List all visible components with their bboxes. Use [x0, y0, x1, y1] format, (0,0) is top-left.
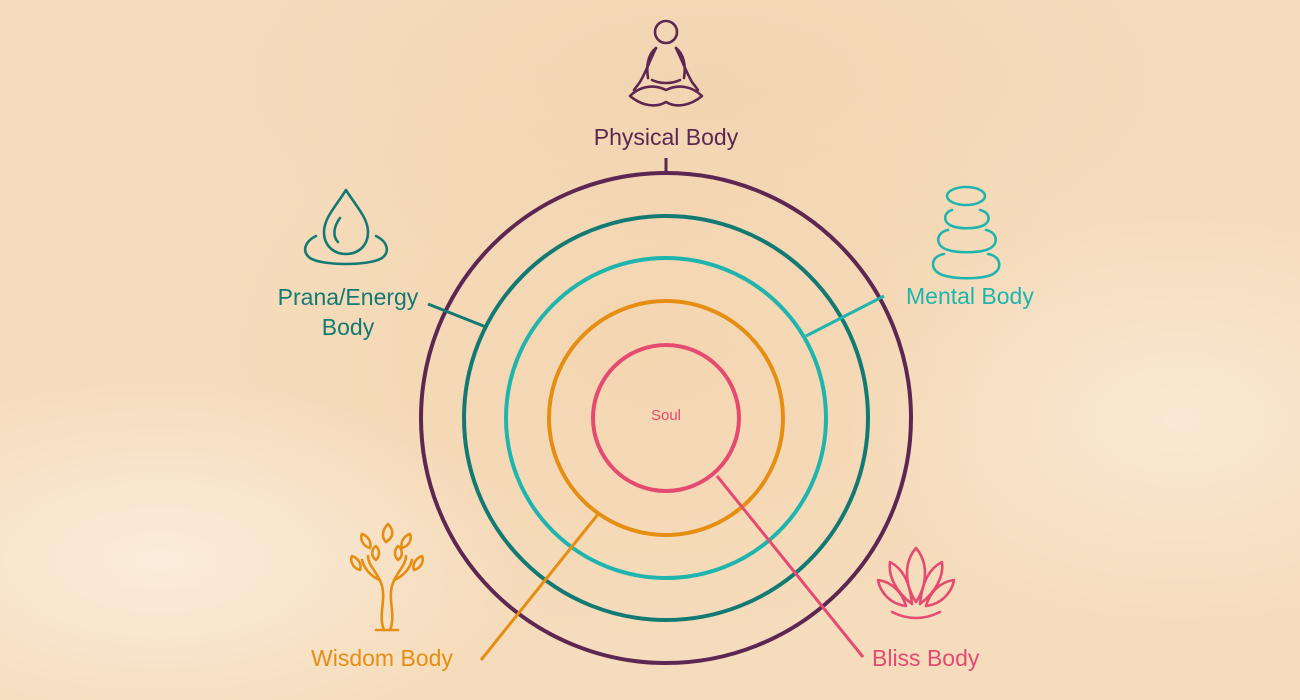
wisdom-body-connector: [479, 512, 601, 661]
stacked-stones-icon: [931, 185, 1001, 280]
wisdom-body-label: Wisdom Body: [311, 645, 453, 671]
soul-label: Soul: [650, 407, 682, 424]
prana-body-connector: [427, 302, 487, 329]
meditation-figure-icon: [628, 19, 704, 107]
prana-body-ring: [462, 214, 870, 622]
mental-body-connector: [805, 294, 885, 338]
prana-body-label: Prana/Energy Body: [256, 282, 440, 342]
wisdom-body-ring: [547, 299, 785, 537]
water-drop-icon: [303, 188, 389, 266]
tree-icon: [349, 522, 425, 632]
mental-body-ring: [504, 256, 828, 580]
lotus-icon: [876, 546, 956, 620]
prana-body-label-line1: Prana/Energy: [277, 284, 419, 310]
bliss-body-label: Bliss Body: [872, 645, 980, 671]
physical-body-label: Physical Body: [593, 124, 739, 150]
bliss-body-connector: [715, 475, 865, 658]
mental-body-label: Mental Body: [906, 283, 1034, 309]
prana-body-label-line2: Body: [321, 314, 375, 340]
soul-ring: [591, 343, 741, 493]
